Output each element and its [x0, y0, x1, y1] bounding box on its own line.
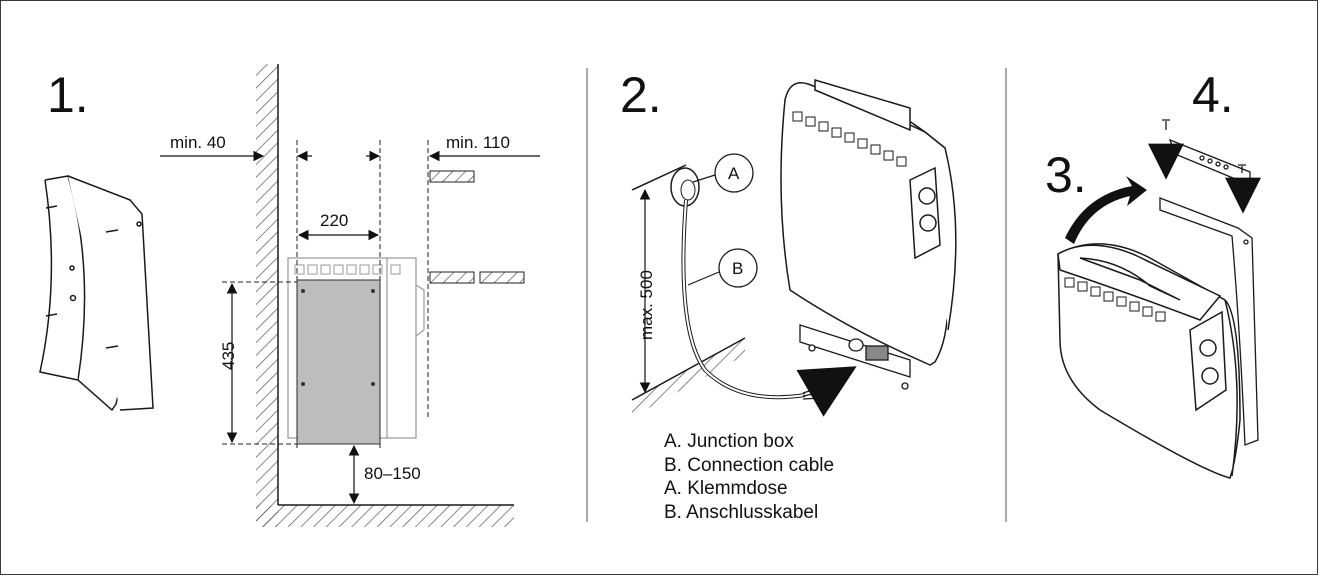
- dim-min-40: min. 40: [170, 133, 226, 152]
- dim-max-500: max. 500: [637, 270, 656, 340]
- dim-435: 435: [219, 342, 238, 370]
- step-number-4: 4.: [1192, 67, 1234, 123]
- side-object-mid-2: [479, 271, 525, 284]
- mounting-plate: [296, 279, 381, 445]
- step-number-2: 2.: [620, 67, 662, 123]
- guide-lines: [222, 140, 429, 448]
- legend-item-klemmdose: A. Klemmdose: [664, 478, 788, 499]
- callout-a-label: A: [728, 164, 740, 183]
- wall-bracket-4: [1159, 197, 1259, 446]
- legend: A. Junction box B. Connection cable A. K…: [664, 430, 834, 524]
- rotation-arrow: [1065, 176, 1147, 244]
- heater-unit-2: [780, 78, 957, 366]
- side-object-mid-1: [429, 271, 475, 284]
- dim-220: 220: [320, 211, 348, 230]
- dim-80-150: 80–150: [364, 464, 421, 483]
- wall-hatch: [256, 64, 278, 527]
- legend-item-junction-box: A. Junction box: [664, 431, 794, 452]
- insert-arrow-2: [796, 366, 857, 417]
- mounting-bracket: [39, 175, 154, 412]
- step-number-1: 1.: [47, 67, 89, 123]
- side-object-top: [429, 170, 475, 183]
- heater-unit-3: [1057, 243, 1241, 479]
- ceiling-slope: [631, 164, 687, 191]
- floor-hatch: [256, 505, 514, 527]
- floor-slope-hatch: [632, 338, 745, 417]
- top-cover-plate: [1162, 119, 1251, 186]
- legend-item-connection-cable: B. Connection cable: [664, 454, 835, 476]
- terminal-plate: [799, 324, 911, 390]
- dim-min-110: min. 110: [446, 133, 510, 152]
- step-number-3: 3.: [1045, 147, 1087, 203]
- callout-b-label: B: [732, 259, 743, 278]
- legend-item-anschlusskabel: B. Anschlusskabel: [664, 501, 819, 523]
